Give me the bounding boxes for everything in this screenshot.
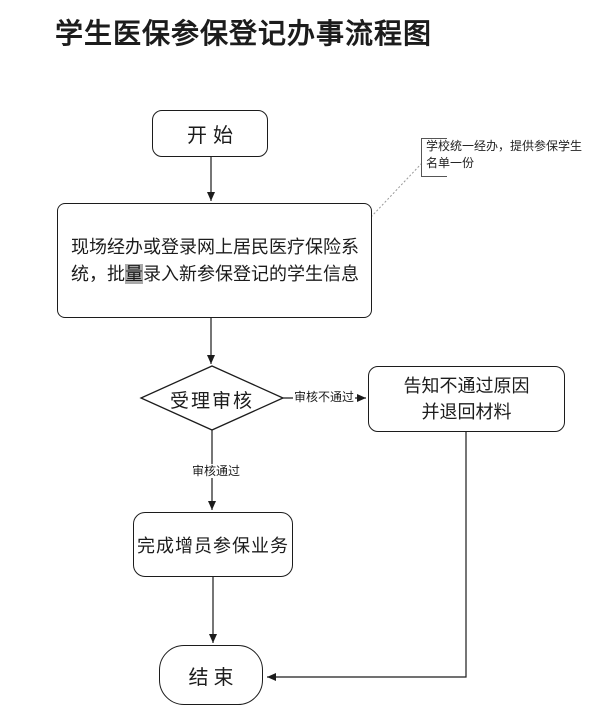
process-node: 现场经办或登录网上居民医疗保险系 统，批量录入新参保登记的学生信息 (57, 203, 372, 318)
annotation-note: 学校统一经办，提供参保学生 名单一份 (426, 138, 602, 172)
process-node-line2: 统，批量录入新参保登记的学生信息 (71, 261, 359, 288)
reject-node: 告知不通过原因 并退回材料 (368, 366, 565, 432)
end-node: 结束 (159, 645, 263, 705)
edge-label-review-pass: 审核通过 (189, 464, 243, 478)
page-title: 学生医保参保登记办事流程图 (55, 19, 433, 50)
process-node-line1: 现场经办或登录网上居民医疗保险系 (71, 236, 359, 257)
reject-node-line2: 并退回材料 (421, 402, 512, 422)
edge-label-review-fail: 审核不通过 (293, 390, 355, 404)
end-node-label: 结束 (188, 666, 239, 689)
annotation-line1: 学校统一经办，提供参保学生 (426, 139, 583, 153)
start-node-label: 开始 (187, 125, 239, 147)
start-node: 开始 (152, 110, 268, 157)
complete-node-label: 完成增员参保业务 (137, 535, 289, 556)
process-line2-after: 录入新参保登记的学生信息 (143, 263, 359, 284)
process-line2-highlighted-char: 量 (125, 263, 143, 284)
decision-node-label: 受理审核 (169, 391, 254, 412)
reject-node-line1: 告知不通过原因 (403, 376, 530, 396)
process-line2-before: 统，批 (71, 263, 125, 284)
annotation-dotted-connector (370, 162, 423, 218)
decision-diamond-shape (139, 365, 285, 431)
annotation-bracket (421, 138, 447, 177)
annotation-line2: 名单一份 (426, 156, 475, 170)
edge-reject-end (267, 432, 467, 681)
complete-node: 完成增员参保业务 (133, 512, 293, 577)
